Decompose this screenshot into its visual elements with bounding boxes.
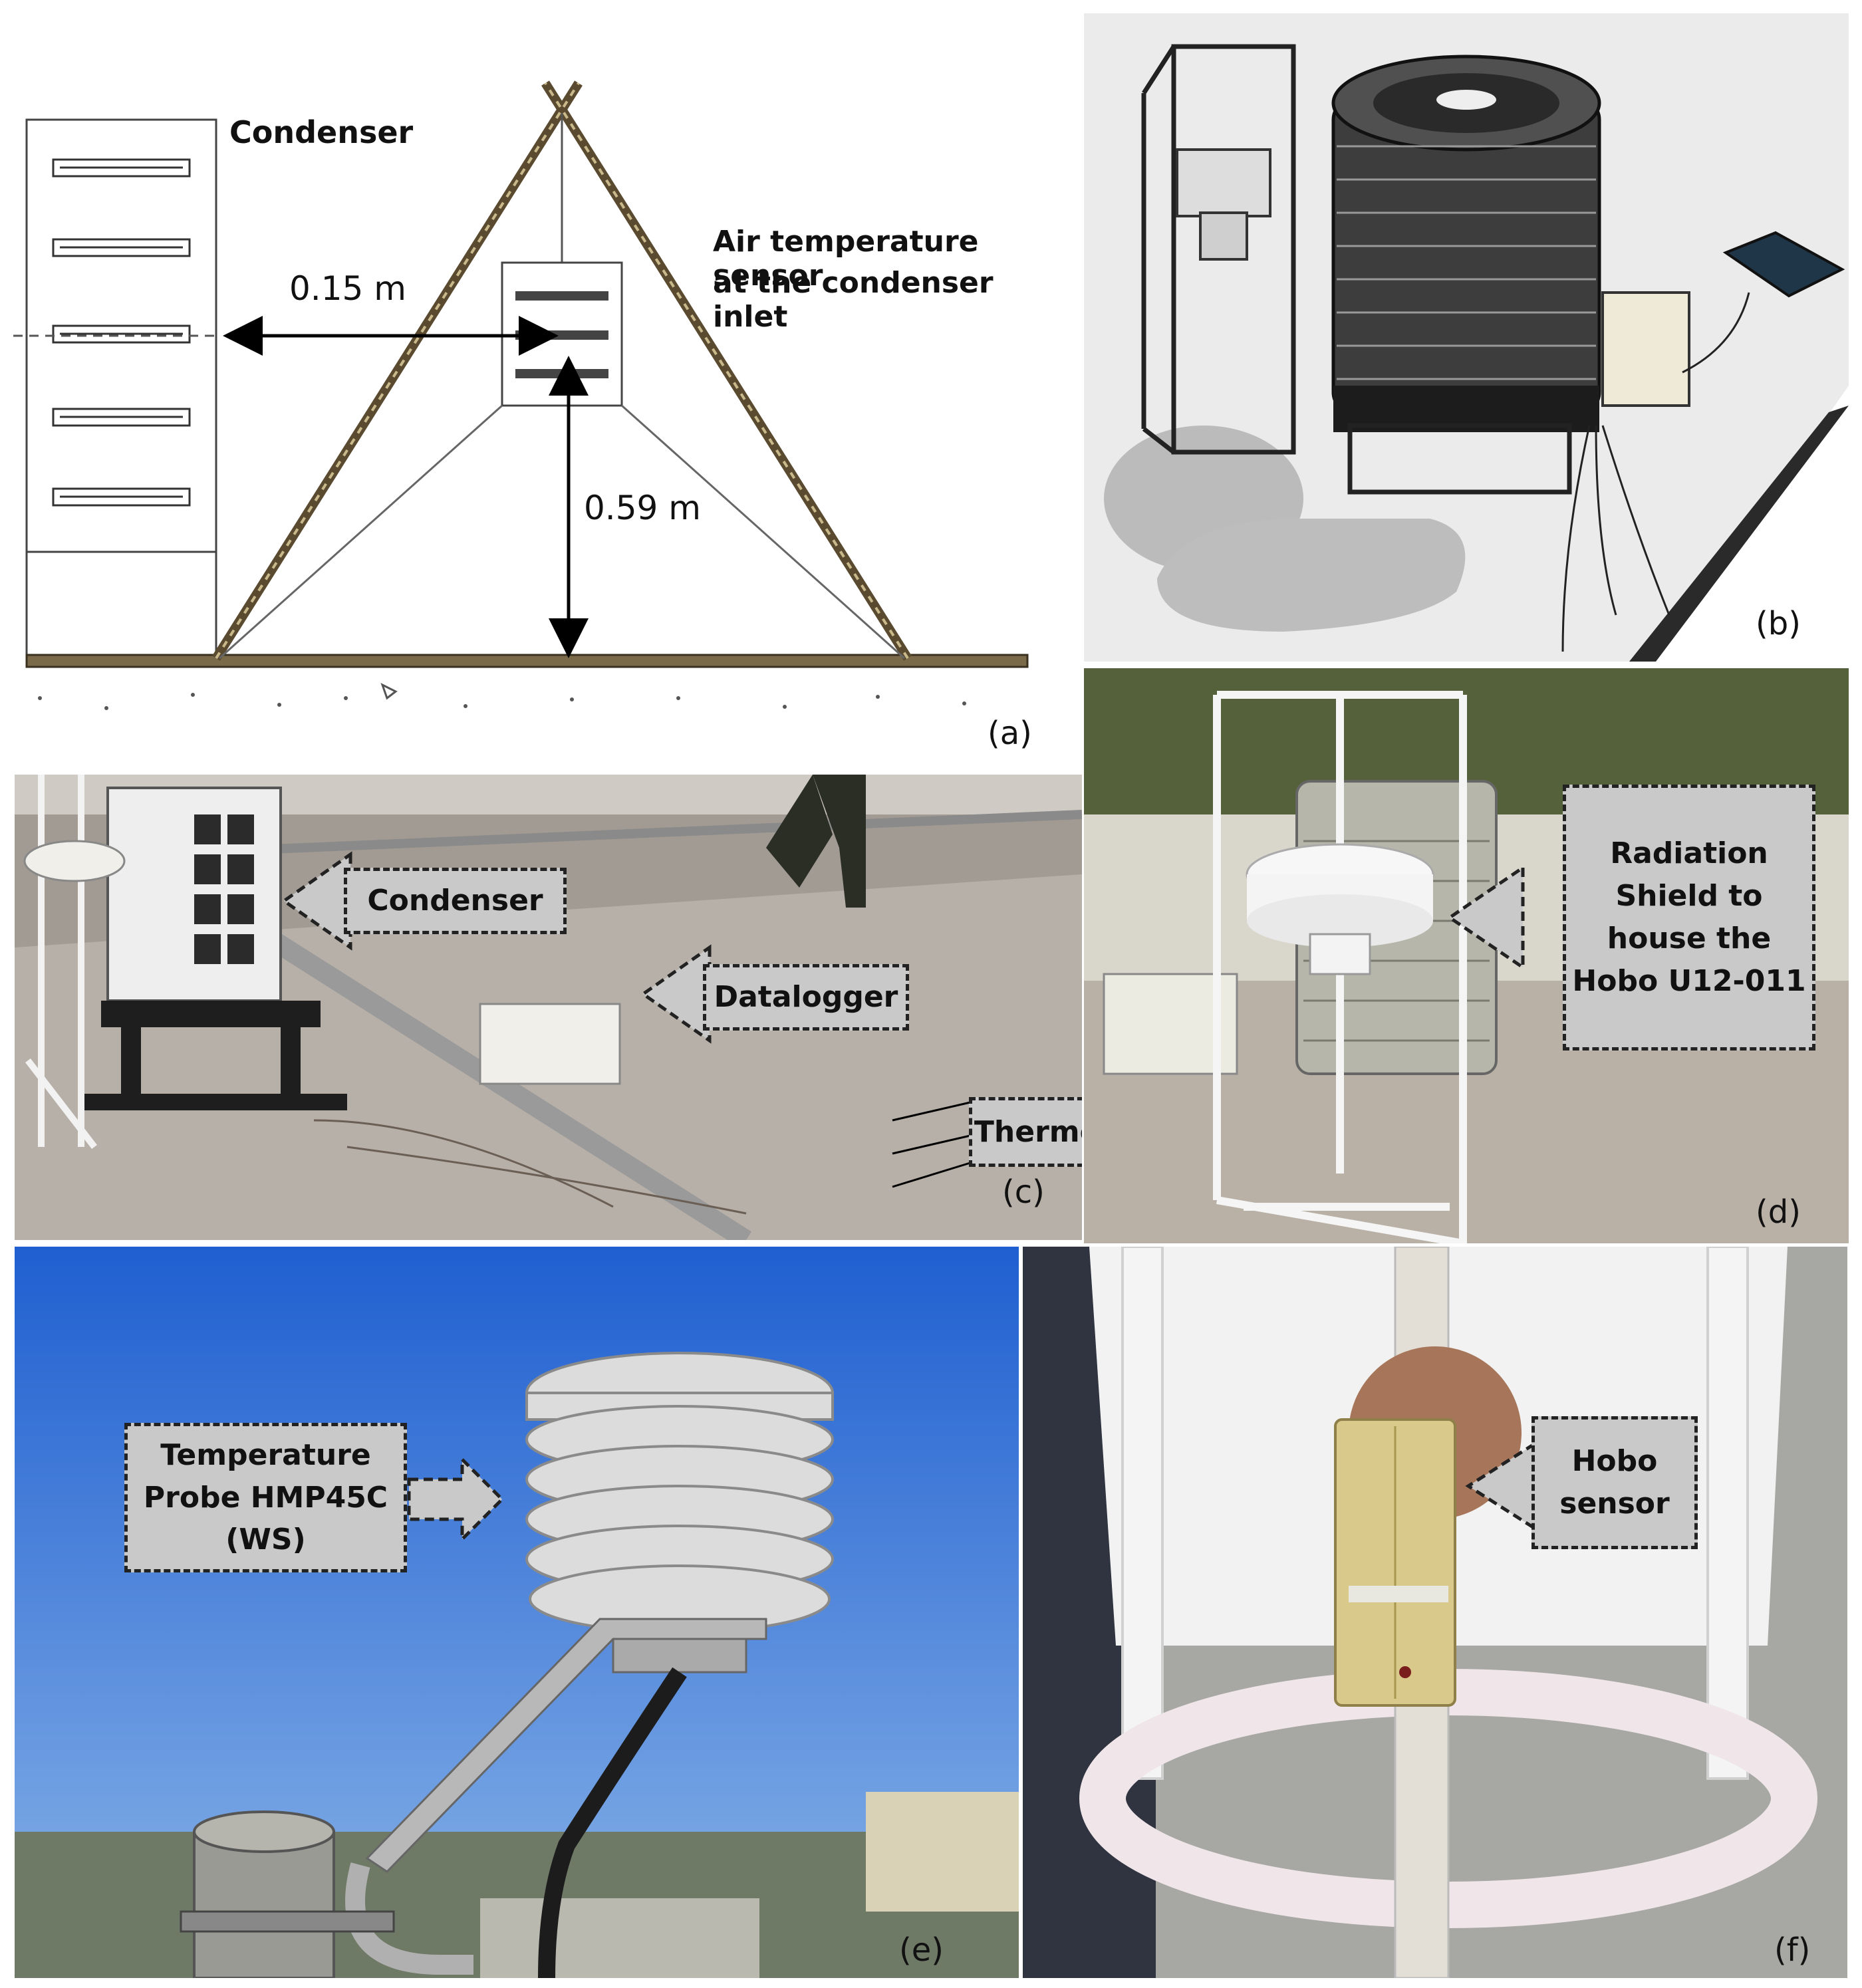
thermocouple-wires [313, 1119, 747, 1215]
panel-e-photo: Temperature Probe HMP45C (WS) (e) [15, 1247, 1019, 1978]
probe-photo-scene [15, 1247, 1019, 1978]
probe-callout-line3: (WS) [225, 1523, 306, 1557]
person-legs [813, 775, 866, 908]
shield-callout-line1: Radiation [1610, 836, 1768, 871]
shield-callout-arrow [1446, 864, 1525, 971]
shield-callout-line3: house the [1607, 922, 1772, 955]
shield-photo-scene [1084, 668, 1849, 1243]
ground-line [25, 654, 1029, 668]
callout-temperature-probe: Temperature Probe HMP45C (WS) [124, 1423, 407, 1572]
sensor-label-line1: Air temperature sensor [713, 225, 979, 293]
schematic-drawing [13, 80, 1029, 710]
panel-a-schematic: Condenser Air temperature sensor at the … [0, 0, 1071, 765]
ground-texture [38, 693, 966, 710]
condenser-label: Condenser [229, 114, 414, 150]
datalogger-box [1601, 291, 1690, 407]
probe-cable [538, 1667, 687, 1978]
rendering-drawing [1084, 13, 1849, 662]
callout-radiation-shield: Radiation Shield to house the Hobo U12-0… [1563, 785, 1815, 1051]
probe-callout-line2: Probe HMP45C [143, 1480, 388, 1515]
shield-callout-line4: Hobo U12-011 [1572, 963, 1806, 998]
sensor-label-line2: at the condenser inlet [713, 266, 994, 334]
ac-condenser [1331, 55, 1601, 495]
probe-bracket [365, 1618, 767, 1873]
panel-e-label: (e) [899, 1931, 944, 1969]
hobo-callout-line1: Hobo [1571, 1444, 1658, 1479]
callout-datalogger: Datalogger [703, 964, 909, 1031]
dimension-vertical-label: 0.59 m [584, 489, 701, 527]
panel-c-photo: Condenser Datalogger Thermocouples (c) [15, 775, 1082, 1240]
rooftop-photo-scene [15, 775, 1082, 1240]
panel-b-label: (b) [1756, 605, 1801, 642]
probe-callout-arrow [407, 1456, 505, 1543]
condenser-louvers [52, 158, 191, 507]
panel-d-label: (d) [1756, 1193, 1801, 1231]
callout-thermocouples: Thermocouples [969, 1097, 1082, 1167]
mounting-pole [193, 1830, 335, 1978]
condenser-cabinet [25, 118, 217, 666]
datalogger-photo [479, 1003, 621, 1085]
panel-c-label: (c) [1002, 1174, 1045, 1211]
solar-panel [1722, 231, 1845, 298]
panel-d-photo: Radiation Shield to house the Hobo U12-0… [1084, 668, 1849, 1243]
probe-louvers [525, 1352, 834, 1634]
condenser-callout-arrow [281, 851, 352, 951]
dimension-horizontal-label: 0.15 m [289, 269, 406, 308]
panel-b-rendering: (b) [1084, 13, 1849, 662]
shield-callout-line2: Shield to [1615, 879, 1763, 914]
panel-f-photo: Hobo sensor (f) [1023, 1247, 1847, 1978]
datalogger-callout-arrow [640, 944, 712, 1044]
probe-callout-line1: Temperature [160, 1437, 371, 1472]
callout-hobo-sensor: Hobo sensor [1531, 1416, 1698, 1549]
callout-condenser: Condenser [344, 868, 567, 934]
panel-f-label: (f) [1774, 1931, 1811, 1969]
tripod-legs [212, 80, 912, 661]
panel-a-label: (a) [988, 715, 1032, 752]
hobo-photo-scene [1023, 1247, 1847, 1978]
hobo-callout-line2: sensor [1559, 1487, 1670, 1521]
shield-frame [1141, 44, 1296, 455]
